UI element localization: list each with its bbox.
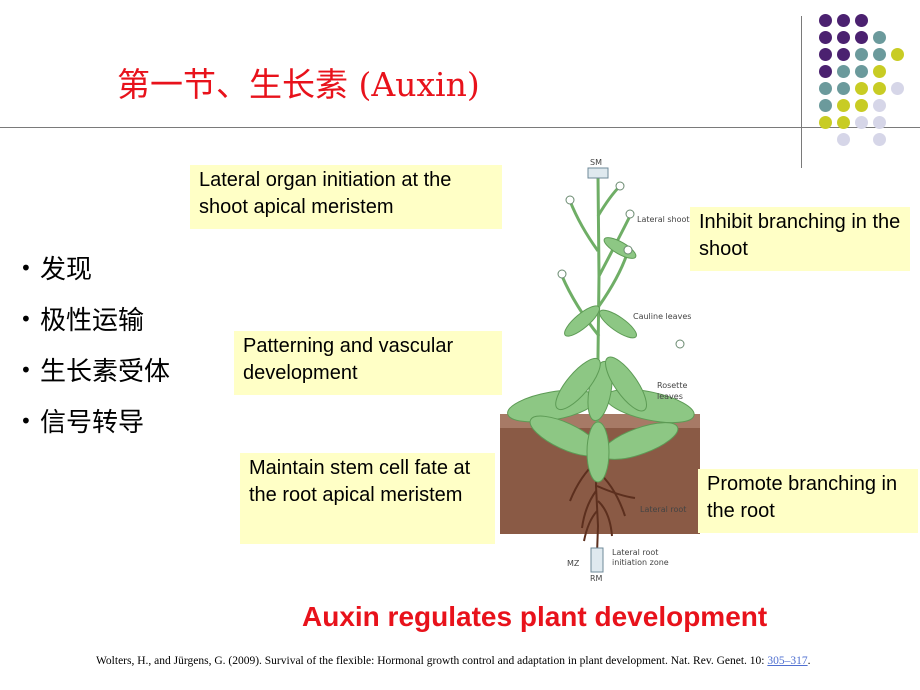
bullet-item: 发现 (20, 244, 170, 295)
decor-dot (819, 99, 832, 112)
label-leaves: leaves (657, 392, 683, 401)
leaves (507, 237, 695, 483)
decor-dot (855, 48, 868, 61)
reference-end: . (807, 655, 811, 667)
decor-dot (855, 99, 868, 112)
decor-dot (855, 14, 868, 27)
decor-dot (837, 48, 850, 61)
decor-dot (855, 116, 868, 129)
flowers (557, 181, 685, 349)
callout-stem-cell: Maintain stem cell fate at the root apic… (240, 453, 495, 544)
bullet-item: 生长素受体 (20, 346, 170, 397)
topic-bullet-list: 发现 极性运输 生长素受体 信号转导 (20, 244, 170, 448)
slide-title: 第一节、生长素 (Auxin) (117, 65, 480, 104)
decor-dot (855, 31, 868, 44)
decor-dot (837, 65, 850, 78)
decor-dot (819, 82, 832, 95)
label-mz: MZ (567, 559, 580, 568)
callout-inhibit-branching: Inhibit branching in the shoot (690, 207, 910, 271)
bullet-item: 极性运输 (20, 295, 170, 346)
arabidopsis-plant-figure: SM Lateral shoot Cauline leaves Rosette … (500, 158, 700, 583)
decor-dot (873, 116, 886, 129)
callout-promote-branching: Promote branching in the root (698, 469, 918, 533)
title-divider (0, 127, 920, 128)
callout-patterning: Patterning and vascular development (234, 331, 502, 395)
decor-dot (837, 82, 850, 95)
label-lateral-root: Lateral root (640, 505, 686, 514)
reference-text: Wolters, H., and Jürgens, G. (2009). Sur… (96, 655, 768, 667)
decor-dot (837, 99, 850, 112)
decor-dot (819, 116, 832, 129)
decor-dot (819, 14, 832, 27)
root-tip-box (590, 547, 604, 573)
decor-dot (837, 116, 850, 129)
corner-divider (801, 16, 802, 168)
bullet-item: 信号转导 (20, 397, 170, 448)
decor-dot (891, 48, 904, 61)
root-system (569, 445, 636, 555)
label-cauline-leaves: Cauline leaves (633, 312, 691, 321)
label-lr-zone-2: initiation zone (612, 558, 669, 567)
figure-caption: Auxin regulates plant development (302, 601, 768, 632)
decor-dot (873, 82, 886, 95)
decor-dot (819, 31, 832, 44)
shoot-tip-box (587, 167, 609, 179)
label-lr-zone-1: Lateral root (612, 548, 658, 557)
decor-dot (837, 31, 850, 44)
decor-dot (855, 65, 868, 78)
decor-dot (873, 99, 886, 112)
decor-dot (873, 65, 886, 78)
label-lateral-shoot: Lateral shoot (637, 215, 690, 224)
decor-dot (873, 133, 886, 146)
decor-dot (819, 48, 832, 61)
label-sm: SM (590, 158, 602, 167)
callout-lateral-organ: Lateral organ initiation at the shoot ap… (190, 165, 502, 229)
label-rosette: Rosette (657, 381, 687, 390)
decor-dot (873, 48, 886, 61)
decor-dot (837, 14, 850, 27)
reference-page-link[interactable]: 305–317 (767, 655, 808, 667)
decor-dot (891, 82, 904, 95)
reference-citation: Wolters, H., and Jürgens, G. (2009). Sur… (96, 655, 810, 667)
label-rm: RM (590, 574, 603, 583)
decor-dot (819, 65, 832, 78)
decor-dot (855, 82, 868, 95)
decor-dot (873, 31, 886, 44)
decorative-dot-grid (815, 12, 920, 162)
decor-dot (837, 133, 850, 146)
